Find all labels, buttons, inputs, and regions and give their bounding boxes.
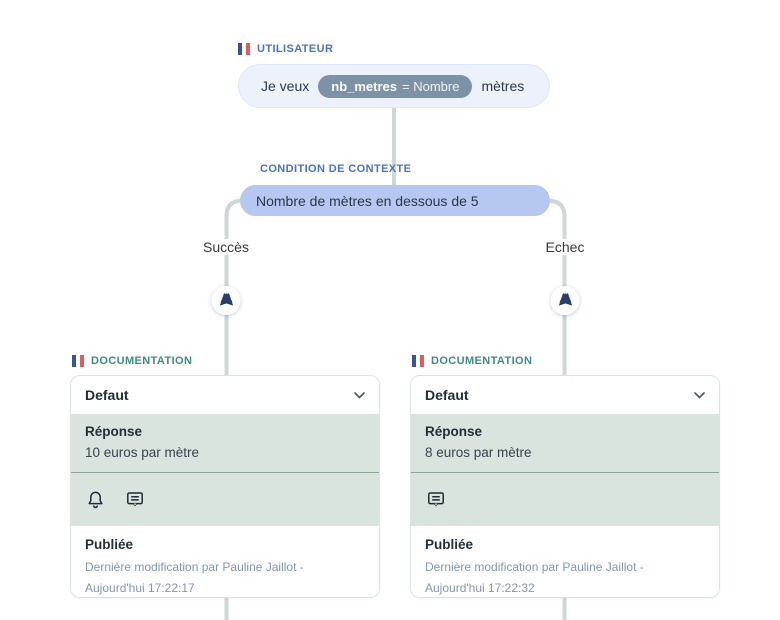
dropdown-value: Defaut	[85, 387, 129, 403]
status-title: Publiée	[85, 537, 134, 552]
doc-left-type-text: DOCUMENTATION	[91, 355, 193, 367]
response-text: 8 euros par mètre	[425, 445, 532, 460]
doc-right-type-text: DOCUMENTATION	[431, 355, 533, 367]
doc-right-response-section: Réponse 8 euros par mètre	[411, 414, 719, 472]
fork-split-icon	[558, 292, 572, 306]
doc-right-language-dropdown[interactable]: Defaut	[411, 376, 719, 414]
variable-suffix: = Nombre	[402, 78, 460, 94]
user-text-after: mètres	[481, 78, 525, 94]
comment-icon[interactable]	[426, 490, 446, 509]
user-node-type-text: UTILISATEUR	[257, 43, 334, 55]
condition-node[interactable]: Nombre de mètres en dessous de 5	[240, 185, 550, 216]
doc-left-language-dropdown[interactable]: Defaut	[71, 376, 379, 414]
response-title: Réponse	[425, 424, 483, 439]
french-flag-icon	[238, 43, 250, 55]
bell-icon[interactable]	[86, 490, 105, 510]
fork-handle-left[interactable]	[211, 286, 241, 315]
doc-left-type-label: DOCUMENTATION	[72, 355, 192, 367]
french-flag-icon	[412, 355, 424, 367]
condition-text: Nombre de mètres en dessous de 5	[256, 192, 479, 209]
chevron-down-icon	[354, 391, 365, 399]
status-title: Publiée	[425, 537, 474, 552]
doc-right-toolbar	[411, 472, 719, 526]
doc-left-response-section: Réponse 10 euros par mètre	[71, 414, 379, 472]
status-detail: Dernière modification par Pauline Jaillo…	[425, 560, 644, 595]
condition-node-type-label: CONDITION DE CONTEXTE	[260, 163, 411, 175]
user-text-before: Je veux	[261, 78, 310, 94]
user-node-type-label: UTILISATEUR	[238, 43, 333, 55]
doc-right-status-section: Publiée Dernière modification par Paulin…	[411, 526, 719, 597]
branch-label-success: Succès	[198, 239, 254, 255]
doc-right-type-label: DOCUMENTATION	[412, 355, 532, 367]
response-text: 10 euros par mètre	[85, 445, 200, 460]
variable-name: nb_metres	[331, 78, 397, 94]
response-title: Réponse	[85, 424, 143, 439]
comment-icon[interactable]	[125, 490, 145, 509]
fork-handle-right[interactable]	[550, 286, 580, 315]
variable-pill[interactable]: nb_metres = Nombre	[318, 74, 473, 98]
documentation-card-left[interactable]: Defaut Réponse 10 euros par mètre	[70, 375, 380, 598]
dropdown-value: Defaut	[425, 387, 469, 403]
status-detail: Dernière modification par Pauline Jaillo…	[85, 560, 304, 595]
doc-left-toolbar	[71, 472, 379, 526]
doc-left-status-section: Publiée Dernière modification par Paulin…	[71, 526, 379, 597]
french-flag-icon	[72, 355, 84, 367]
condition-node-type-text: CONDITION DE CONTEXTE	[260, 163, 412, 175]
fork-split-icon	[219, 292, 233, 306]
user-sentence-node[interactable]: Je veux nb_metres = Nombre mètres	[238, 64, 550, 108]
branch-label-failure: Echec	[540, 239, 590, 255]
chevron-down-icon	[694, 391, 705, 399]
documentation-card-right[interactable]: Defaut Réponse 8 euros par mètre Publiée…	[410, 375, 720, 598]
